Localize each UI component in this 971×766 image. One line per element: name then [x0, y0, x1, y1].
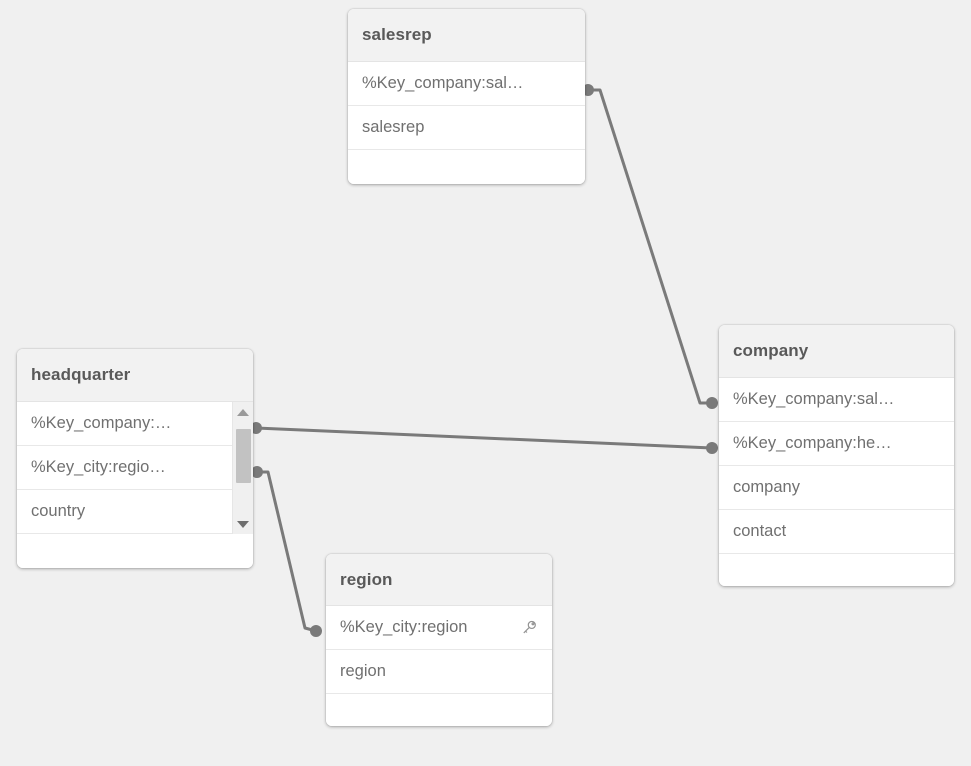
table-title: region — [326, 554, 552, 606]
field-list: %Key_company:sal… salesrep — [348, 62, 585, 184]
field-label: %Key_city:region — [340, 618, 468, 636]
scrollbar-thumb[interactable] — [235, 429, 251, 483]
field-row[interactable]: %Key_company:… — [17, 402, 253, 446]
field-row[interactable]: country — [17, 490, 253, 534]
table-title: salesrep — [348, 9, 585, 62]
field-list-scrollbar[interactable] — [232, 402, 253, 534]
link-endpoint-dot[interactable] — [706, 442, 718, 454]
table-card-company[interactable]: company %Key_company:sal… %Key_company:he…… — [719, 325, 954, 586]
field-row[interactable]: region — [326, 650, 552, 694]
field-label: contact — [733, 522, 787, 540]
field-label: region — [340, 662, 386, 680]
field-label: %Key_company:… — [31, 414, 172, 432]
field-label: country — [31, 502, 86, 520]
key-icon — [520, 619, 538, 637]
field-row[interactable]: %Key_company:sal… — [719, 378, 954, 422]
relationship-link[interactable] — [254, 426, 714, 450]
field-row-empty — [326, 694, 552, 726]
field-list: %Key_company:… %Key_city:regio…country — [17, 402, 253, 568]
table-title: headquarter — [17, 349, 253, 402]
field-label: %Key_company:sal… — [362, 74, 524, 92]
field-label: company — [733, 478, 800, 496]
table-card-headquarter[interactable]: headquarter %Key_company:… %Key_city:regio… — [17, 349, 253, 568]
relationship-link[interactable] — [586, 88, 714, 405]
field-row-empty — [348, 150, 585, 184]
field-list: %Key_company:sal… %Key_company:he…company… — [719, 378, 954, 586]
link-endpoint-dot[interactable] — [706, 397, 718, 409]
field-label: %Key_company:he… — [733, 434, 892, 452]
table-card-salesrep[interactable]: salesrep %Key_company:sal… salesrep — [348, 9, 585, 184]
field-label: %Key_company:sal… — [733, 390, 895, 408]
field-row[interactable]: %Key_company:sal… — [348, 62, 585, 106]
field-row-empty — [719, 554, 954, 586]
field-row[interactable]: %Key_company:he… — [719, 422, 954, 466]
scroll-down-arrow-icon[interactable] — [233, 514, 254, 534]
table-title: company — [719, 325, 954, 378]
scroll-up-arrow-icon[interactable] — [233, 402, 254, 422]
relationship-link[interactable] — [255, 470, 318, 633]
field-row[interactable]: %Key_city:region — [326, 606, 552, 650]
field-row[interactable]: salesrep — [348, 106, 585, 150]
field-row[interactable]: %Key_city:regio… — [17, 446, 253, 490]
field-row[interactable]: contact — [719, 510, 954, 554]
scrollbar-track[interactable] — [233, 422, 254, 514]
field-row-empty — [17, 534, 253, 568]
link-endpoint-dot[interactable] — [310, 625, 322, 637]
field-label: salesrep — [362, 118, 425, 136]
field-label: %Key_city:regio… — [31, 458, 166, 476]
field-row[interactable]: company — [719, 466, 954, 510]
